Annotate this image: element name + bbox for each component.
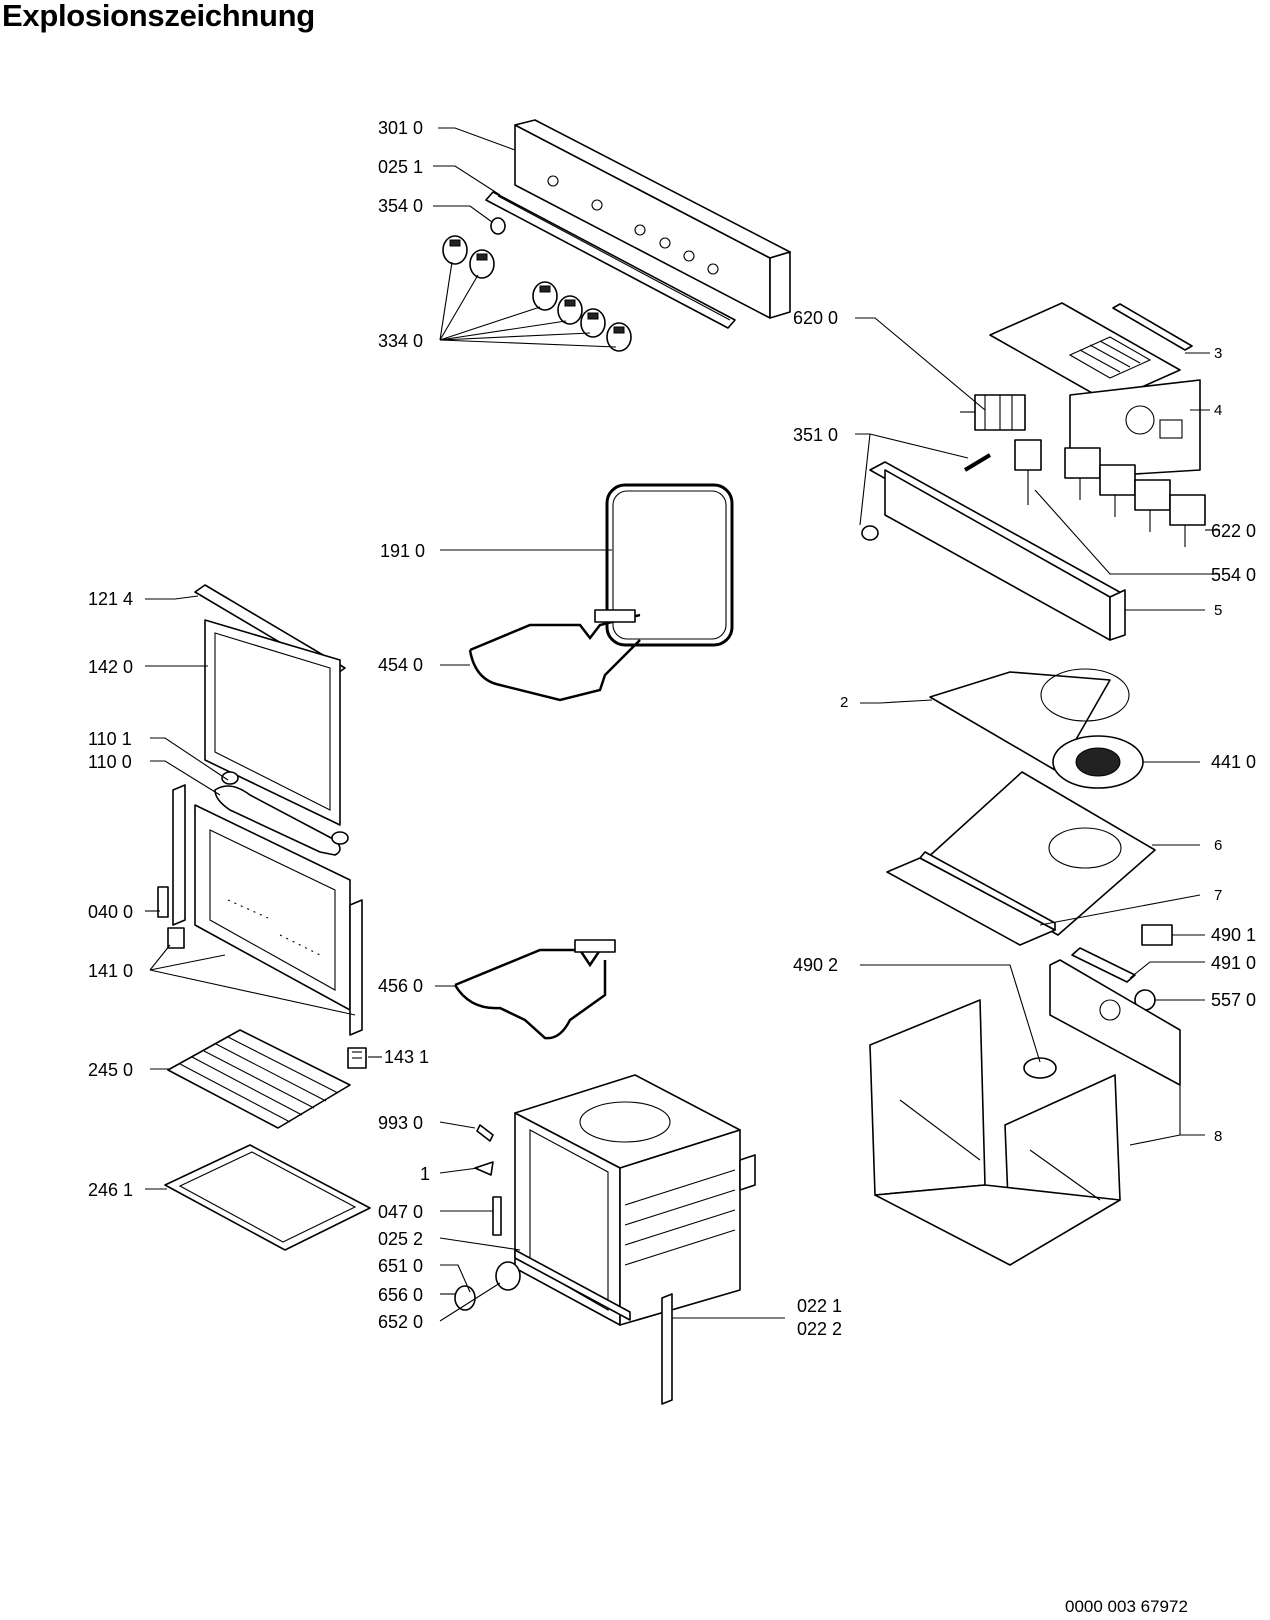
part-clip	[347, 1047, 367, 1069]
callout-label: 652 0	[378, 1312, 424, 1332]
callout-label: 143 1	[384, 1047, 430, 1067]
part-upper-heating-element	[468, 609, 641, 702]
part-door-seal	[605, 483, 734, 647]
callout-label: 4	[1214, 402, 1223, 419]
part-door-hinge	[157, 886, 169, 918]
part-trim-strip	[485, 191, 736, 329]
callout-label: 490 2	[793, 955, 839, 975]
callout-label: 022 1	[797, 1296, 843, 1316]
callout-label: 040 0	[88, 902, 134, 922]
part-fan-motor	[1052, 735, 1144, 789]
part-thermostat	[1014, 439, 1042, 505]
part-lower-heating-element	[453, 939, 616, 1040]
part-baking-tray	[164, 1144, 371, 1251]
callout-label: 025 2	[378, 1229, 424, 1249]
callout-label: 301 0	[378, 118, 424, 138]
part-indicator-lamp	[490, 217, 506, 235]
part-oven-cavity	[514, 1074, 741, 1326]
callout-label: 246 1	[88, 1180, 134, 1200]
part-lamp-parts	[454, 1124, 521, 1311]
part-rack-rail	[661, 1293, 673, 1405]
part-rear-panel	[1049, 959, 1181, 1086]
part-outer-housing	[869, 999, 1121, 1266]
callout-label: 7	[1214, 887, 1223, 904]
callout-label: 334 0	[378, 331, 424, 351]
callout-label: 557 0	[1211, 990, 1257, 1010]
document-number: 0000 003 67972	[1065, 1597, 1188, 1616]
part-rod	[963, 453, 992, 472]
callout-label: 5	[1214, 602, 1223, 619]
diagram-title: Explosionszeichnung	[2, 0, 315, 33]
callout-label: 022 2	[797, 1319, 843, 1339]
callout-label: 047 0	[378, 1202, 424, 1222]
callout-label: 441 0	[1211, 752, 1257, 772]
callout-label: 6	[1214, 837, 1223, 854]
part-door-handle	[214, 771, 349, 856]
callout-label: 656 0	[378, 1285, 424, 1305]
callout-label: 141 0	[88, 961, 134, 981]
part-selector-switch	[960, 394, 1026, 431]
callout-label: 245 0	[88, 1060, 134, 1080]
callout-label: 554 0	[1211, 565, 1257, 585]
callout-label: 351 0	[793, 425, 839, 445]
part-cover-strip	[886, 851, 1056, 946]
callout-label: 191 0	[380, 541, 426, 561]
part-terminal-block	[1071, 947, 1136, 983]
part-control-knobs	[442, 235, 632, 352]
part-cavity-front-strip	[514, 1249, 631, 1321]
part-outer-door-glass	[204, 619, 341, 826]
leader-lines	[145, 127, 1220, 1322]
callout-label: 456 0	[378, 976, 424, 996]
callout-label: 1	[420, 1164, 431, 1184]
callout-label: 620 0	[793, 308, 839, 328]
callout-label: 651 0	[378, 1256, 424, 1276]
callout-label: 454 0	[378, 655, 424, 675]
callout-label: 025 1	[378, 157, 424, 177]
callout-label: 110 1	[88, 729, 132, 749]
part-lamp-holder	[1141, 924, 1173, 946]
part-cover-plate	[989, 302, 1181, 403]
part-control-panel	[514, 119, 791, 319]
callout-label: 121 4	[88, 589, 134, 609]
callout-label: 491 0	[1211, 953, 1257, 973]
callout-label: 490 1	[1211, 925, 1257, 945]
part-oven-rack	[167, 1029, 351, 1129]
part-small-bracket	[1112, 303, 1193, 351]
callout-label: 3	[1214, 345, 1223, 362]
callout-label: 993 0	[378, 1113, 424, 1133]
callout-label: 622 0	[1211, 521, 1257, 541]
part-cavity-bracket	[739, 1154, 756, 1191]
callout-label: 2	[840, 694, 849, 711]
callout-label: 8	[1214, 1128, 1223, 1145]
callout-label: 354 0	[378, 196, 424, 216]
part-door-side-profile-left	[172, 784, 186, 926]
part-switch-bank	[1064, 447, 1206, 547]
part-door-side-profile-right	[349, 899, 363, 1036]
part-hinge-block	[167, 927, 185, 949]
callout-label: 110 0	[88, 752, 132, 772]
callout-label: 142 0	[88, 657, 134, 677]
part-inner-panel	[861, 461, 1126, 641]
